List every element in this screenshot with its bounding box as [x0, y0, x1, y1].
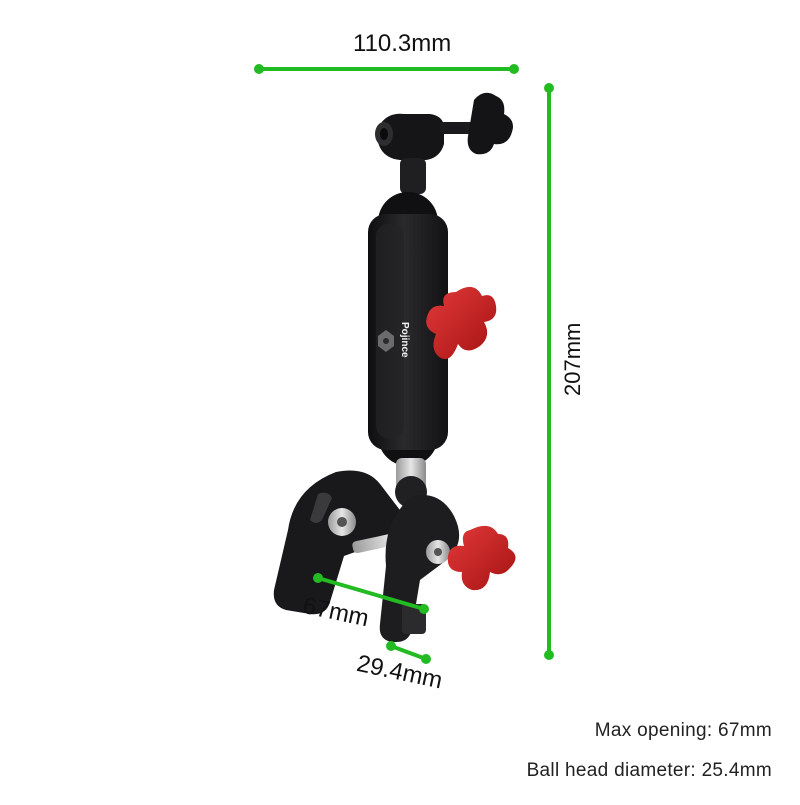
height-line-bottom-dot — [544, 650, 554, 660]
ball-width-line — [390, 644, 427, 661]
ball-width-line-start-dot — [386, 641, 396, 651]
ball-width-line-end-dot — [421, 654, 431, 664]
width-line-start-dot — [254, 64, 264, 74]
arm-body: Pojince — [368, 192, 448, 466]
arm-knob[interactable] — [426, 286, 497, 360]
height-dimension-label: 207mm — [560, 322, 585, 396]
max-opening-spec: Max opening: 67mm — [594, 720, 772, 741]
opening-line-end-dot — [419, 604, 429, 614]
width-line-end-dot — [509, 64, 519, 74]
height-line-top-dot — [544, 83, 554, 93]
clamp-knob[interactable] — [447, 525, 516, 591]
width-dimension-label: 110.3mm — [353, 30, 452, 57]
top-mount — [375, 92, 513, 194]
opening-line-start-dot — [313, 573, 323, 583]
brand-logo: Pojince — [399, 322, 410, 358]
opening-line — [317, 576, 425, 611]
dimension-lines — [254, 64, 554, 664]
ball-head-diameter-spec: Ball head diameter: 25.4mm — [526, 760, 772, 781]
